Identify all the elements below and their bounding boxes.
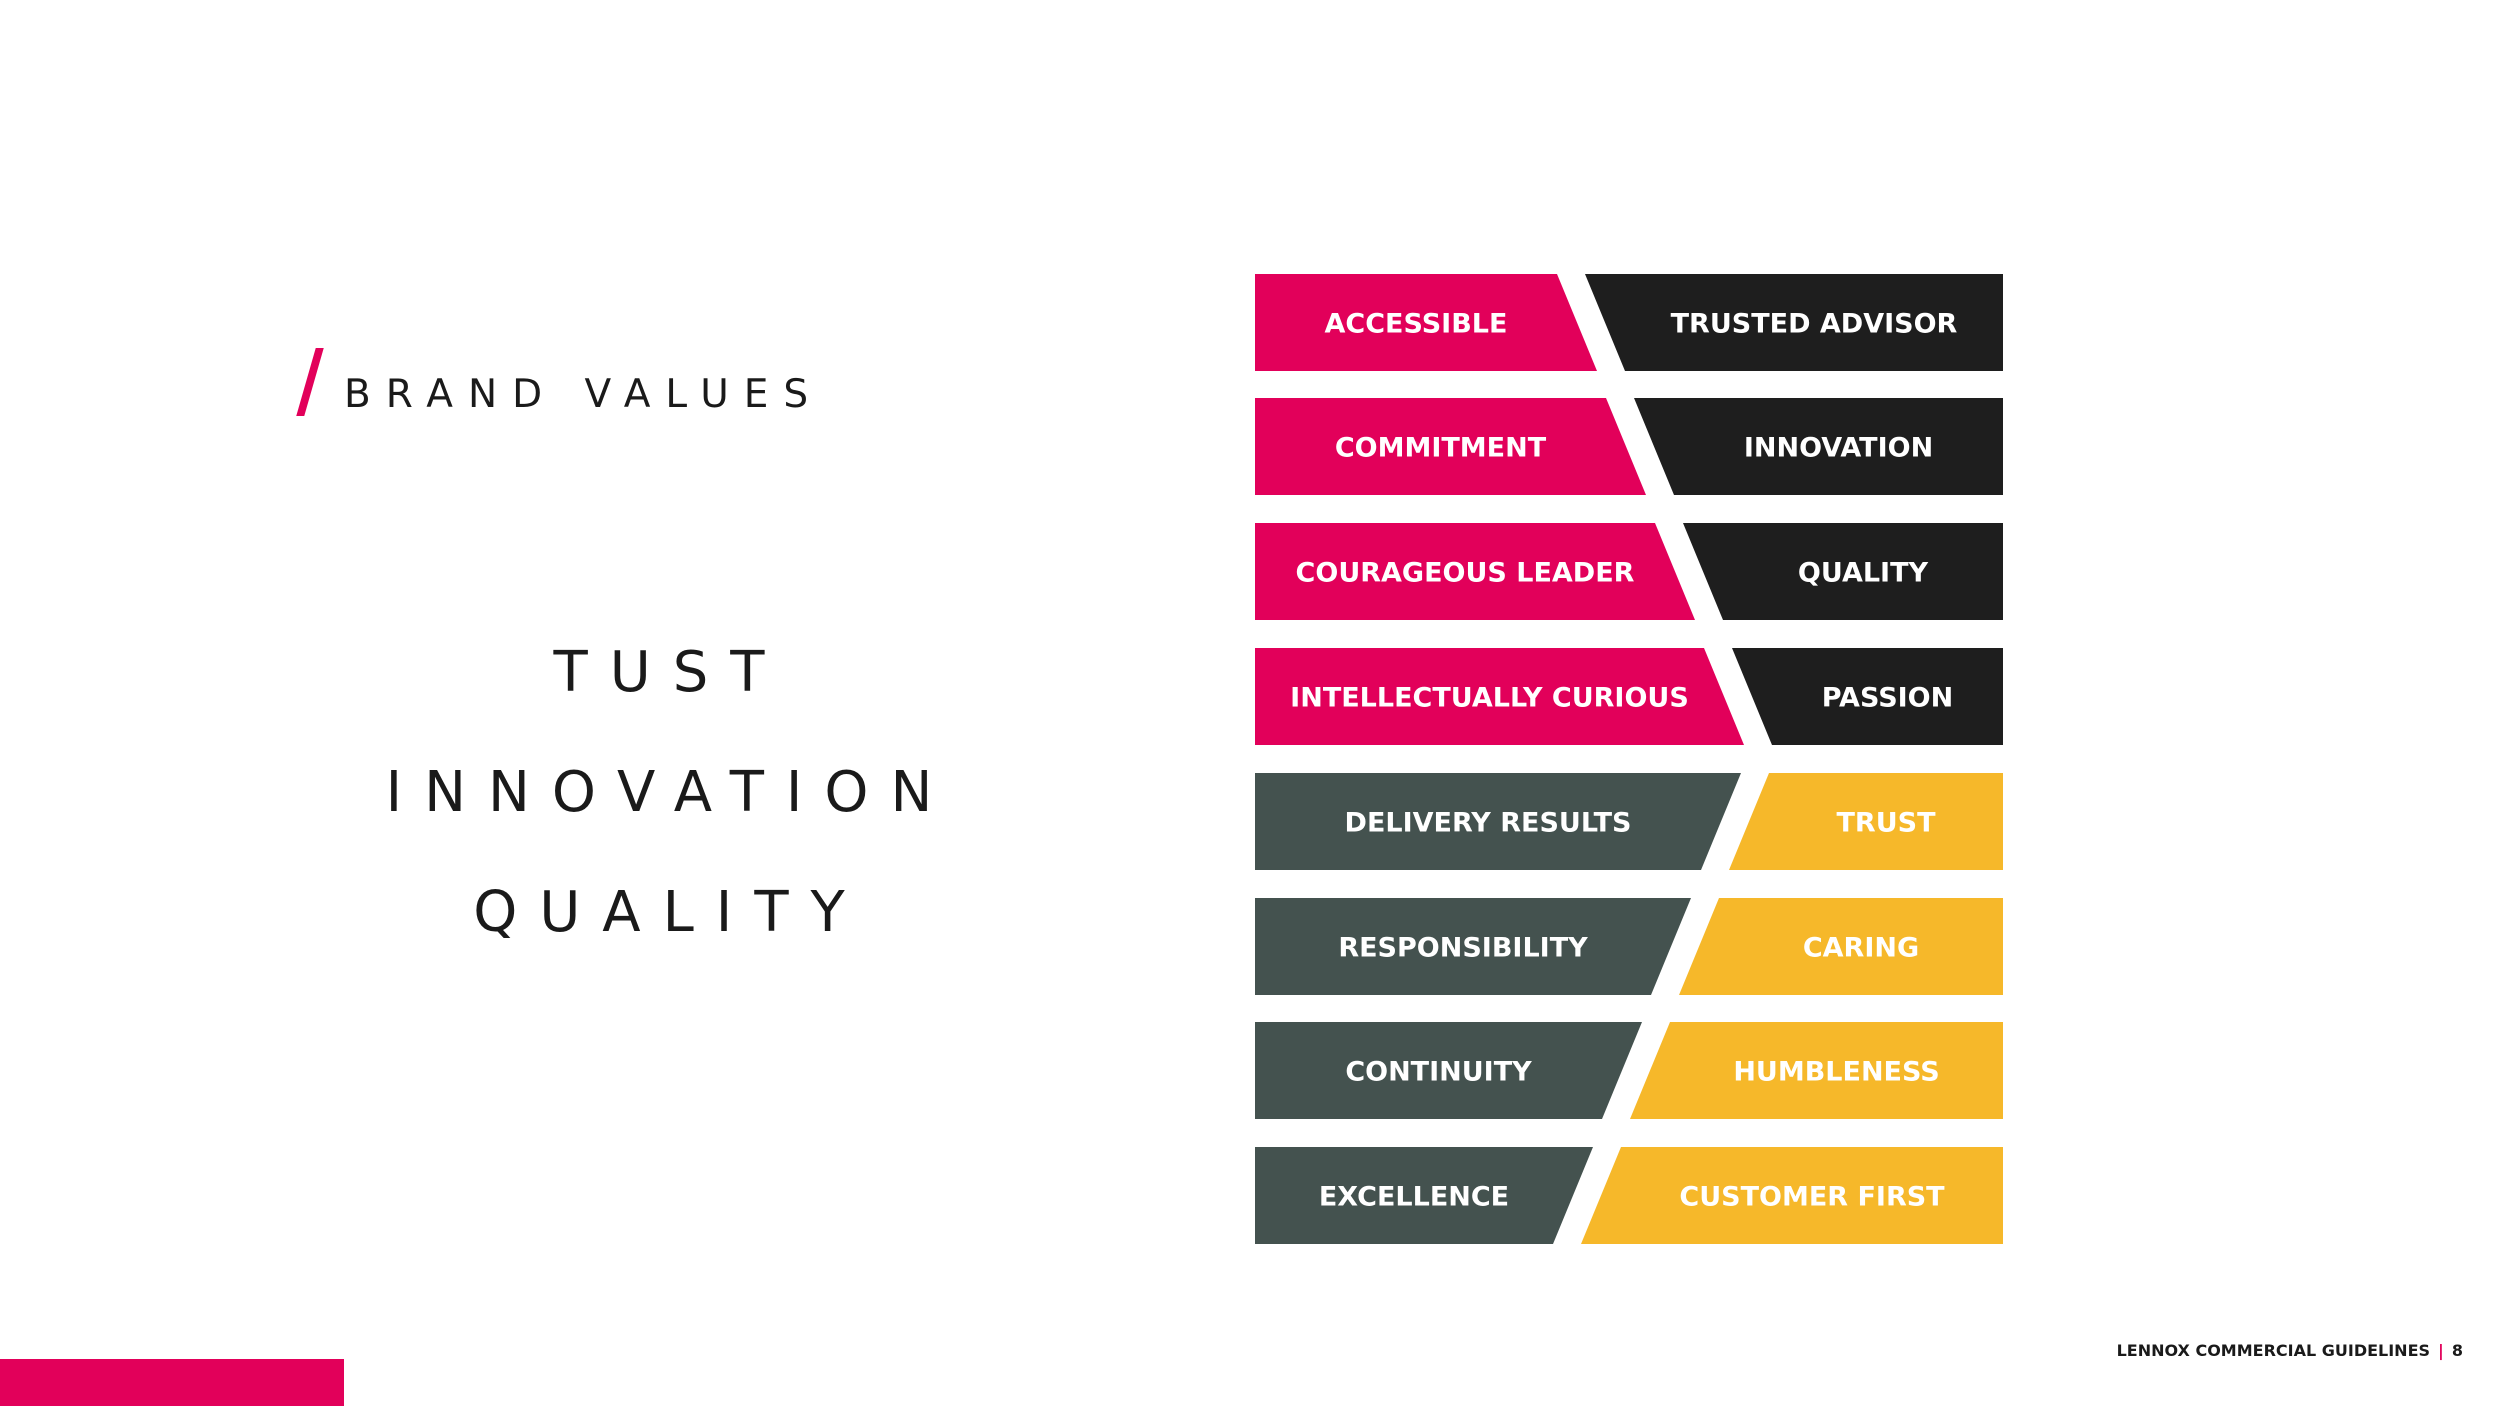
headline-2: INNOVATION — [385, 760, 955, 825]
value-tag-right — [1679, 898, 2003, 995]
value-label-right: CUSTOMER FIRST — [1679, 1182, 1945, 1213]
headline-3: QUALITY — [473, 880, 867, 945]
value-label-left: COURAGEOUS LEADER — [1296, 558, 1635, 589]
footer: LENNOX COMMERCIAL GUIDELINES | 8 — [2117, 1341, 2463, 1360]
footer-accent-bar — [0, 1359, 344, 1406]
footer-label: LENNOX COMMERCIAL GUIDELINES — [2116, 1341, 2431, 1360]
value-tag-left — [1255, 274, 1597, 371]
value-label-right: TRUSTED ADVISOR — [1671, 309, 1958, 340]
value-label-left: DELIVERY RESULTS — [1345, 808, 1632, 839]
value-tag-right — [1732, 648, 2003, 745]
value-label-left: COMMITMENT — [1335, 433, 1547, 464]
value-label-right: TRUST — [1837, 808, 1937, 839]
value-label-left: RESPONSIBILITY — [1338, 933, 1588, 964]
value-tag-right — [1634, 398, 2003, 495]
value-tag-right — [1729, 773, 2003, 870]
value-tag-left — [1255, 1022, 1642, 1119]
value-tag-right — [1683, 523, 2003, 620]
section-title: BRAND VALUES — [344, 372, 824, 417]
value-tag-left — [1255, 648, 1744, 745]
page-number: 8 — [2451, 1341, 2463, 1360]
value-label-left: INTELLECTUALLY CURIOUS — [1290, 683, 1689, 714]
headline-1: TUST — [553, 640, 787, 705]
value-label-right: INNOVATION — [1744, 433, 1933, 464]
value-tag-left — [1255, 773, 1741, 870]
value-tag-left — [1255, 1147, 1593, 1244]
value-tag-left — [1255, 398, 1646, 495]
value-tag-left — [1255, 898, 1691, 995]
value-label-left: CONTINUITY — [1345, 1057, 1532, 1088]
value-label-left: ACCESSIBLE — [1325, 309, 1508, 340]
value-tag-right — [1630, 1022, 2003, 1119]
value-label-right: HUMBLENESS — [1733, 1057, 1939, 1088]
value-label-left: EXCELLENCE — [1319, 1182, 1509, 1213]
value-label-right: PASSION — [1822, 683, 1953, 714]
value-tag-left — [1255, 523, 1695, 620]
value-tag-right — [1581, 1147, 2003, 1244]
value-label-right: QUALITY — [1798, 558, 1929, 589]
value-tag-right — [1585, 274, 2003, 371]
value-label-right: CARING — [1803, 933, 1919, 964]
footer-separator: | — [2438, 1341, 2444, 1360]
